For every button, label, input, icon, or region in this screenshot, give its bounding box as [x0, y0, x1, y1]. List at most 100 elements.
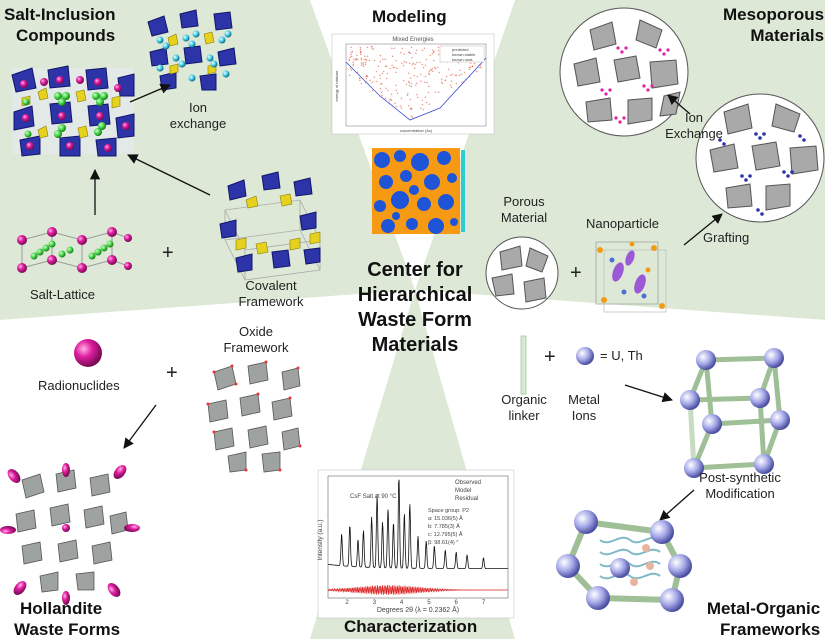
- organic-linker-rod: [520, 335, 527, 395]
- modeling-point: +: [422, 47, 425, 52]
- modeling-point: +: [479, 65, 482, 70]
- modeling-point: +: [428, 72, 431, 77]
- metal-ions-line1: Metal: [568, 392, 600, 407]
- modeling-point: +: [431, 51, 434, 56]
- modeling-point: +: [421, 97, 424, 102]
- modeling-point: +: [420, 72, 423, 77]
- modeling-point: +: [389, 66, 392, 71]
- modeling-point: +: [438, 70, 441, 75]
- modeling-point: +: [411, 55, 414, 60]
- oxide-framework-label: Oxide Framework: [216, 324, 296, 356]
- modeling-point: +: [432, 69, 435, 74]
- xrd-xtick: 3: [373, 600, 377, 606]
- modeling-point: +: [379, 53, 382, 58]
- modeling-point: +: [355, 58, 358, 63]
- modeling-point: +: [468, 65, 471, 70]
- modeling-point: +: [360, 55, 363, 60]
- xrd-param-beta: β: 98.61(4) °: [428, 540, 458, 546]
- modeling-legend-predicted: predicted: [452, 47, 468, 52]
- modeling-point: +: [380, 82, 383, 87]
- modeling-point: +: [359, 45, 362, 50]
- modeling-point: +: [468, 67, 471, 72]
- center-title: Center for Hierarchical Waste Form Mater…: [310, 258, 520, 358]
- modeling-point: +: [414, 61, 417, 66]
- modeling-point: +: [473, 61, 476, 66]
- modeling-point: +: [395, 104, 398, 109]
- xrd-param-a: a: 15.036(5) Å: [428, 515, 463, 522]
- modeling-point: +: [414, 65, 417, 70]
- modeling-xlabel: concentration (Ac): [400, 128, 433, 133]
- modeling-point: +: [434, 66, 437, 71]
- modeling-point: +: [421, 102, 424, 107]
- modeling-point: +: [349, 66, 352, 71]
- modeling-point: +: [425, 57, 428, 62]
- modeling-point: +: [455, 81, 458, 86]
- metal-ions-line2: Ions: [571, 408, 597, 423]
- modeling-point: +: [350, 68, 353, 73]
- modeling-point: +: [426, 80, 429, 85]
- nanoparticle-label: Nanoparticle: [586, 216, 659, 231]
- modeling-point: +: [410, 113, 413, 118]
- hollandite-title-line2: Waste Forms: [14, 620, 121, 639]
- post-synthetic-line1: Post-synthetic: [699, 470, 781, 485]
- modeling-point: +: [373, 74, 376, 79]
- modeling-point: +: [416, 92, 419, 97]
- modeling-point: +: [457, 60, 460, 65]
- hollandite-waste-form-structure: [0, 463, 140, 605]
- modeling-point: +: [349, 55, 352, 60]
- modeling-ylabel: energy of mixture: [334, 70, 339, 102]
- radionuclides-label: Radionuclides: [38, 378, 120, 393]
- modeling-point: +: [359, 49, 362, 54]
- modeling-point: +: [364, 80, 367, 85]
- modeling-point: +: [411, 81, 414, 86]
- modeling-point: +: [366, 45, 369, 50]
- oxide-framework-structure: [206, 360, 302, 473]
- modeling-point: +: [397, 90, 400, 95]
- modeling-point: +: [430, 67, 433, 72]
- modeling-point: +: [352, 60, 355, 65]
- modeling-point: +: [357, 56, 360, 61]
- grafting-label: Grafting: [703, 230, 750, 245]
- characterization-title: Characterization: [344, 617, 478, 636]
- modeling-point: +: [437, 48, 440, 53]
- modeling-point: +: [353, 56, 356, 61]
- mof-cube-modified: [556, 510, 692, 612]
- arrow-to-mof: [624, 384, 673, 403]
- modeling-point: +: [351, 49, 354, 54]
- modeling-point: +: [454, 73, 457, 78]
- modeling-point: +: [458, 73, 461, 78]
- modeling-point: +: [412, 114, 415, 119]
- modeling-point: +: [368, 58, 371, 63]
- modeling-point: +: [390, 96, 393, 101]
- modeling-point: +: [431, 66, 434, 71]
- salt-inclusion-title-line2: Compounds: [16, 26, 116, 45]
- modeling-point: +: [409, 106, 412, 111]
- modeling-point: +: [384, 63, 387, 68]
- modeling-point: +: [410, 107, 413, 112]
- modeling-point: +: [386, 76, 389, 81]
- xrd-xtick: 7: [482, 600, 486, 606]
- modeling-point: +: [424, 79, 427, 84]
- modeling-point: +: [415, 83, 418, 88]
- modeling-point: +: [471, 64, 474, 69]
- modeling-point: +: [352, 62, 355, 67]
- xrd-xlabel: Degrees 2θ (λ = 0.2362 Å): [377, 605, 459, 614]
- modeling-point: +: [416, 80, 419, 85]
- mof-cube-simple-nodes: [680, 348, 790, 478]
- modeling-point: +: [384, 96, 387, 101]
- xrd-xtick: 5: [427, 600, 431, 606]
- mof-title-line1: Metal-Organic: [706, 599, 821, 618]
- post-synthetic-line2: Modification: [705, 486, 775, 501]
- porous-material-line2: Material: [500, 210, 548, 225]
- modeling-point: +: [411, 62, 414, 67]
- modeling-point: +: [360, 49, 363, 54]
- covalent-framework-label-line2: Framework: [238, 294, 304, 309]
- modeling-point: +: [411, 106, 414, 111]
- modeling-point: +: [379, 76, 382, 81]
- nanoparticle-structure: [595, 241, 667, 313]
- mof-title-line2: Frameworks: [720, 620, 821, 639]
- modeling-point: +: [375, 79, 378, 84]
- modeling-point: +: [373, 58, 376, 63]
- modeling-point: +: [377, 63, 380, 68]
